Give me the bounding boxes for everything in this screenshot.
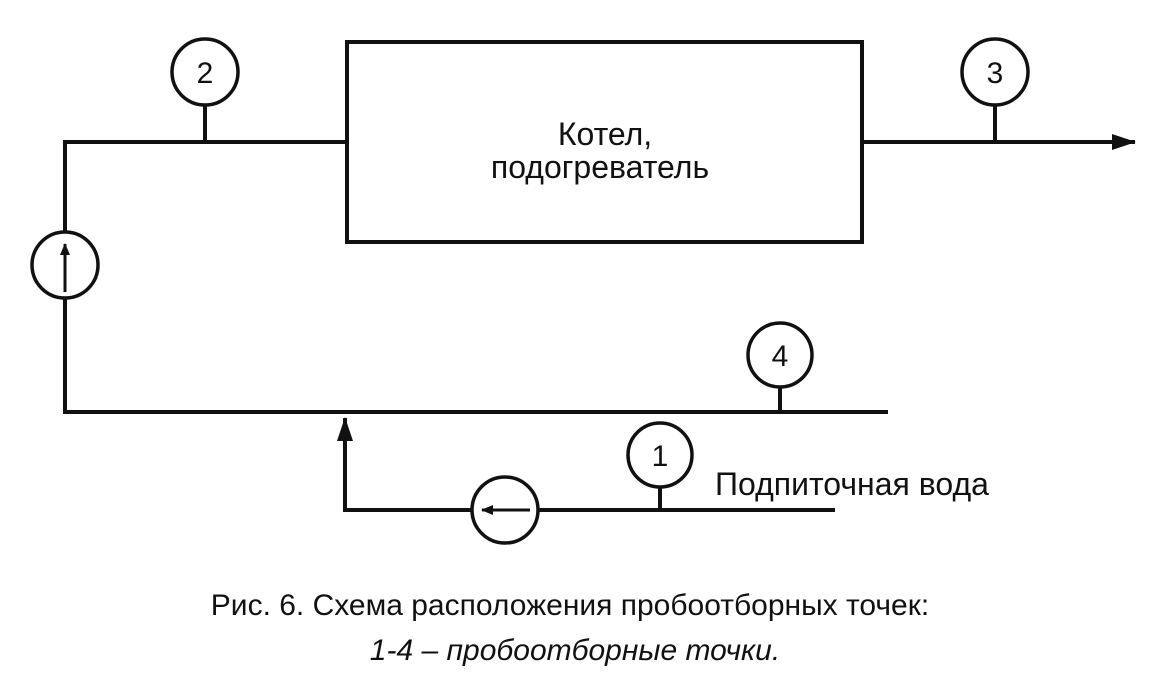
caption-line2: 1-4 – пробоотборные точки.: [370, 634, 780, 667]
sample-point-1: 1: [626, 421, 694, 489]
caption-line1: Рис. 6. Схема расположения пробоотборных…: [211, 589, 929, 622]
circulation-pump-icon: [30, 230, 100, 300]
makeup-pipe: [337, 417, 835, 512]
makeup-water-label: Подпиточная вода: [715, 466, 989, 502]
boiler-heater-box: Котел, подогреватель: [345, 40, 864, 244]
sample-point-2: 2: [170, 37, 240, 107]
box-label-line2: подогреватель: [491, 149, 709, 185]
svg-text:4: 4: [772, 340, 789, 373]
svg-text:1: 1: [652, 440, 669, 473]
box-label-line1: Котел,: [558, 116, 652, 152]
makeup-pump-icon: [470, 475, 540, 545]
svg-text:2: 2: [197, 57, 214, 90]
svg-text:3: 3: [987, 57, 1004, 90]
sample-point-3: 3: [960, 37, 1030, 107]
sample-point-4: 4: [746, 321, 814, 389]
